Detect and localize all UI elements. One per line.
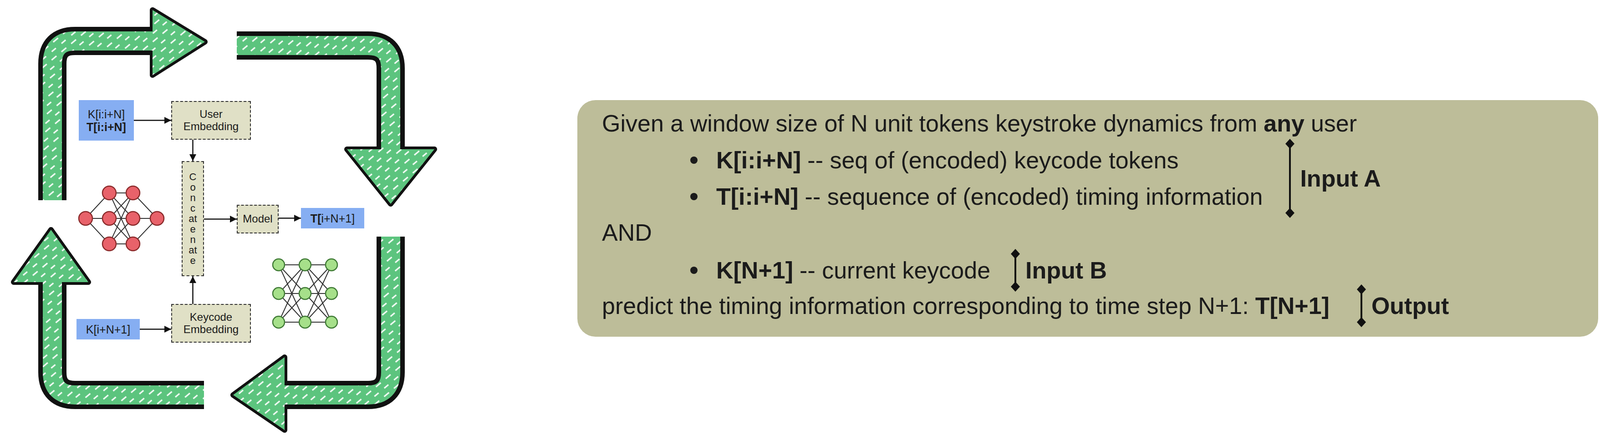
cycle-arrow-outline [236, 45, 391, 160]
text-line: K[i:i+N]-- seq of (encoded) keycode toke… [716, 146, 1179, 175]
embedding-box: User Embedding [171, 101, 251, 140]
node-text: Output [1371, 291, 1449, 321]
node-text: -- sequence of (encoded) timing informat… [805, 182, 1264, 211]
text-line: K[N+1]-- current keycode [716, 256, 991, 285]
bracket-diamond [1285, 208, 1295, 219]
node-text: any [1263, 109, 1305, 138]
network-neuron [325, 316, 338, 329]
cycle-arrowhead [152, 10, 205, 76]
bracket [1355, 284, 1367, 328]
connector-arrow [133, 119, 172, 122]
node-text: -- current keycode [799, 256, 991, 285]
network-neuron [299, 287, 311, 300]
node-text: Input B [1025, 256, 1107, 285]
text-line: predict the timing information correspon… [601, 291, 1330, 321]
node-text: K[i:i+N] [87, 107, 125, 121]
cycle-arrowhead-outline [13, 229, 89, 283]
bullet-dot [690, 193, 698, 201]
concatenate-box: Concatenate [181, 161, 204, 277]
network-links [85, 193, 158, 245]
network-links [278, 264, 332, 323]
node-text: K[i:i+N] [716, 146, 801, 175]
node-text: T[i+N+1] [310, 212, 355, 225]
network-neuron [102, 211, 117, 226]
cycle-arrow [273, 236, 391, 396]
cycle-arrow-outline [273, 236, 391, 396]
node-text: Given a window size of N unit tokens key… [601, 109, 1258, 138]
connector-arrow [278, 217, 301, 220]
bullet-dot [690, 266, 698, 275]
connector-arrow [192, 139, 194, 162]
node-text: T[i:i+N] [86, 120, 127, 134]
text-line: AND [601, 218, 653, 247]
node-text: predict the timing information correspon… [601, 291, 1249, 321]
network-neuron [102, 186, 117, 200]
node-text: Concatenate [188, 171, 199, 267]
connector-arrow [203, 218, 237, 220]
input-sequence-box: K[i:i+N]T[i:i+N] [78, 100, 134, 141]
node-text: Keycode Embedding [175, 311, 247, 337]
cycle-arrowhead [233, 357, 285, 431]
network-neuron [126, 186, 140, 200]
network-neuron [299, 316, 311, 329]
node-text: Model [242, 213, 273, 226]
network-neuron [325, 287, 338, 300]
node-text: -- seq of (encoded) keycode tokens [807, 146, 1179, 175]
network-neuron [78, 211, 93, 226]
cycle-arrowhead-outline [152, 10, 205, 76]
bracket-diamond [1010, 281, 1020, 292]
node-text: User Embedding [175, 108, 247, 133]
bracket [1284, 138, 1296, 219]
node-text: T[i:i+N] [716, 182, 799, 211]
network-neuron [272, 259, 285, 271]
node-text: user [1310, 109, 1357, 138]
cycle-arrow [236, 45, 391, 160]
network-neuron [272, 316, 285, 329]
network-neuron [272, 287, 285, 300]
node-text: K[i+N+1] [86, 323, 131, 337]
text-line: T[i:i+N]-- sequence of (encoded) timing … [716, 182, 1263, 211]
cycle-arrowhead-outline [233, 357, 285, 431]
text-line: Given a window size of N unit tokens key… [601, 109, 1357, 138]
task-description-panel: Given a window size of N unit tokens key… [577, 100, 1599, 337]
network-neuron [126, 211, 140, 226]
node-text: T[N+1] [1255, 291, 1330, 321]
embedding-box: Keycode Embedding [171, 304, 251, 343]
node-text: AND [601, 218, 653, 247]
bracket-diamond [1285, 138, 1295, 149]
model-box: Model [236, 204, 279, 234]
bullet-dot [690, 156, 698, 164]
node-text: K[N+1] [716, 256, 794, 285]
network-neuron [102, 237, 117, 251]
bracket-line [1289, 143, 1291, 214]
bracket [1009, 248, 1021, 293]
cycle-arrowhead [13, 229, 89, 283]
cycle-arrowhead-outline [346, 149, 435, 204]
connector-arrow [139, 328, 172, 331]
node-text: Input A [1299, 164, 1381, 193]
network-neuron [299, 259, 311, 271]
cycle-arrowhead [346, 149, 435, 204]
output-box: T[i+N+1] [300, 208, 365, 229]
input-keycode-box: K[i+N+1] [76, 319, 140, 340]
connector-arrow [192, 276, 194, 305]
network-neuron [126, 237, 140, 251]
network-neuron [150, 211, 164, 226]
bracket-diamond [1010, 249, 1020, 260]
bracket-diamond [1356, 284, 1366, 295]
network-neuron [325, 259, 338, 271]
bracket-diamond [1356, 317, 1366, 328]
